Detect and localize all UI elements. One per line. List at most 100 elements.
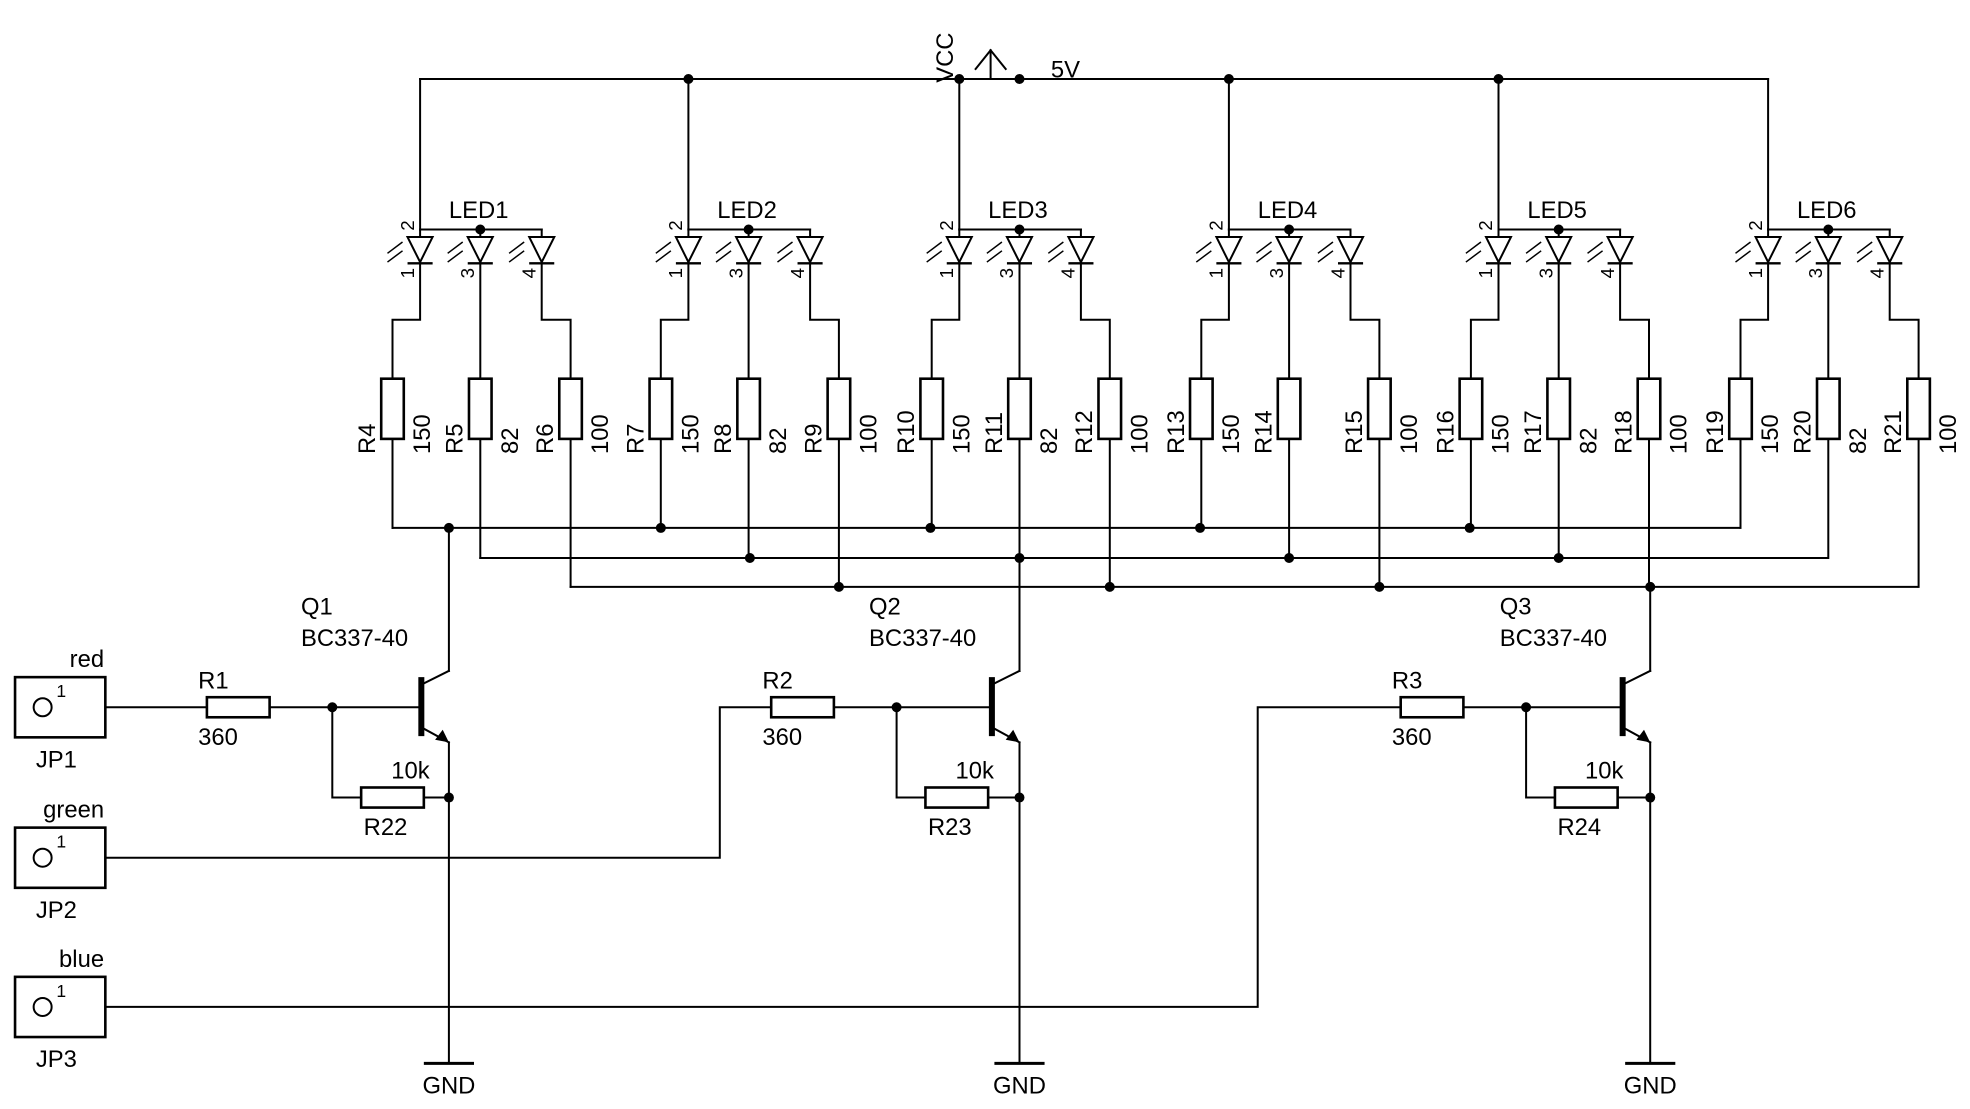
led2-diode-2 xyxy=(734,236,763,265)
pulldown-ref: R23 xyxy=(928,814,972,841)
resistor-value: 82 xyxy=(1036,427,1063,454)
led-designator: LED4 xyxy=(1258,197,1318,224)
led1-k1-route xyxy=(391,262,422,380)
junction-dot xyxy=(1104,581,1115,592)
resistor-ref: R6 xyxy=(532,423,559,453)
resistor-ref: R13 xyxy=(1163,410,1190,454)
led5-light-arrow xyxy=(1587,241,1604,254)
connector-ref: JP2 xyxy=(36,897,77,924)
resistor-ref: R12 xyxy=(1071,410,1098,454)
led4-diode-3 xyxy=(1336,236,1365,265)
led5-light-arrow xyxy=(1587,250,1604,263)
led5-light-arrow xyxy=(1465,241,1482,254)
jp3-wire xyxy=(104,706,1402,1008)
gnd-label: GND xyxy=(993,1072,1046,1099)
led1-light-arrow xyxy=(387,250,403,263)
q2-emitter-arrow xyxy=(1005,729,1020,743)
led2-k3-route xyxy=(809,262,840,380)
pin-number: 2 xyxy=(1475,220,1496,230)
resistor-value: 82 xyxy=(497,427,524,454)
connector-label: red xyxy=(70,646,104,673)
pulldown-1 xyxy=(359,786,426,809)
led2-light-arrow xyxy=(715,250,732,263)
pin-number: 3 xyxy=(1535,268,1556,278)
pin-number: 3 xyxy=(1805,268,1826,278)
pin-number: 4 xyxy=(787,268,808,278)
resistor-value: 82 xyxy=(1575,427,1602,454)
led1-light-arrow xyxy=(508,241,525,254)
led3-light-arrow xyxy=(926,250,943,263)
resistor-8 xyxy=(736,377,762,441)
pulldown-value: 10k xyxy=(1585,758,1623,785)
base-resistor-ref: R3 xyxy=(1392,667,1422,694)
junction-dot xyxy=(1014,792,1025,803)
led3-light-arrow xyxy=(986,241,1003,254)
resistor-ref: R15 xyxy=(1341,410,1368,454)
led4-k1-route xyxy=(1200,262,1230,380)
led2-k1-route xyxy=(659,262,690,380)
led1-light-arrow xyxy=(447,241,464,254)
resistor-value: 100 xyxy=(1126,414,1153,454)
junction-dot xyxy=(1553,553,1564,564)
resistor-ref: R9 xyxy=(800,423,827,453)
resistor-ref: R5 xyxy=(442,423,469,453)
resistor-value: 150 xyxy=(948,414,975,454)
connector-jp1 xyxy=(13,675,107,739)
resistor-11 xyxy=(1006,377,1033,441)
junction-dot xyxy=(1014,553,1025,564)
connector-jp2 xyxy=(13,826,107,890)
resistor-value: 82 xyxy=(1845,427,1872,454)
junction-dot xyxy=(743,224,754,235)
resistor-19 xyxy=(1727,377,1754,441)
led4-light-arrow xyxy=(1256,241,1272,254)
junction-dot xyxy=(1645,792,1656,803)
junction-dot xyxy=(475,224,486,235)
led3-light-arrow xyxy=(1047,250,1064,263)
pulldown-left xyxy=(895,706,927,799)
resistor-15 xyxy=(1366,377,1392,441)
resistor-ref: R18 xyxy=(1610,410,1637,454)
led3-light-arrow xyxy=(1047,241,1064,254)
junction-dot xyxy=(1823,224,1834,235)
jp2-wire xyxy=(104,706,773,859)
junction-dot xyxy=(655,522,666,533)
pulldown-3 xyxy=(1553,786,1619,809)
junction-dot xyxy=(1645,581,1656,592)
q1-emitter-arrow xyxy=(435,729,449,743)
pin-number: 1 xyxy=(397,268,418,278)
transistor-ref: Q1 xyxy=(301,593,333,620)
base-resistor-value: 360 xyxy=(762,724,802,751)
resistor-12 xyxy=(1097,377,1123,441)
led3-light-arrow xyxy=(926,241,943,254)
resistor-21 xyxy=(1906,377,1932,441)
junction-dot xyxy=(744,553,755,564)
led6-diode-1 xyxy=(1753,236,1783,265)
pin-number: 3 xyxy=(1266,268,1287,278)
led1-light-arrow xyxy=(387,241,403,254)
led2-light-arrow xyxy=(715,241,732,254)
vcc-label: VCC xyxy=(932,32,959,82)
pulldown-2 xyxy=(924,786,990,809)
pin-number: 4 xyxy=(1866,268,1887,278)
transistor-ref: Q2 xyxy=(869,593,901,620)
base-resistor-ref: R2 xyxy=(762,667,792,694)
led6-diode-3 xyxy=(1875,236,1904,265)
q1-collector-leg xyxy=(419,669,451,687)
led2-diode-3 xyxy=(795,236,825,265)
led4-light-arrow xyxy=(1317,250,1334,263)
led6-light-arrow xyxy=(1735,250,1752,263)
pulldown-left xyxy=(1525,706,1556,799)
pin-number: 4 xyxy=(518,268,539,278)
base-resistor-ref: R1 xyxy=(198,667,228,694)
connector-ref: JP1 xyxy=(36,746,77,773)
led5-diode-2 xyxy=(1544,236,1573,265)
pin-number: 1 xyxy=(1206,268,1227,278)
led1-k3-route xyxy=(540,262,572,380)
led6-k1-route xyxy=(1739,262,1770,380)
junction-dot xyxy=(954,74,965,85)
led6-k3-route xyxy=(1888,262,1920,380)
resistor-10 xyxy=(919,377,945,441)
pin-number: 2 xyxy=(397,220,418,230)
resistor-value: 100 xyxy=(856,414,883,454)
resistor-value: 150 xyxy=(677,414,704,454)
